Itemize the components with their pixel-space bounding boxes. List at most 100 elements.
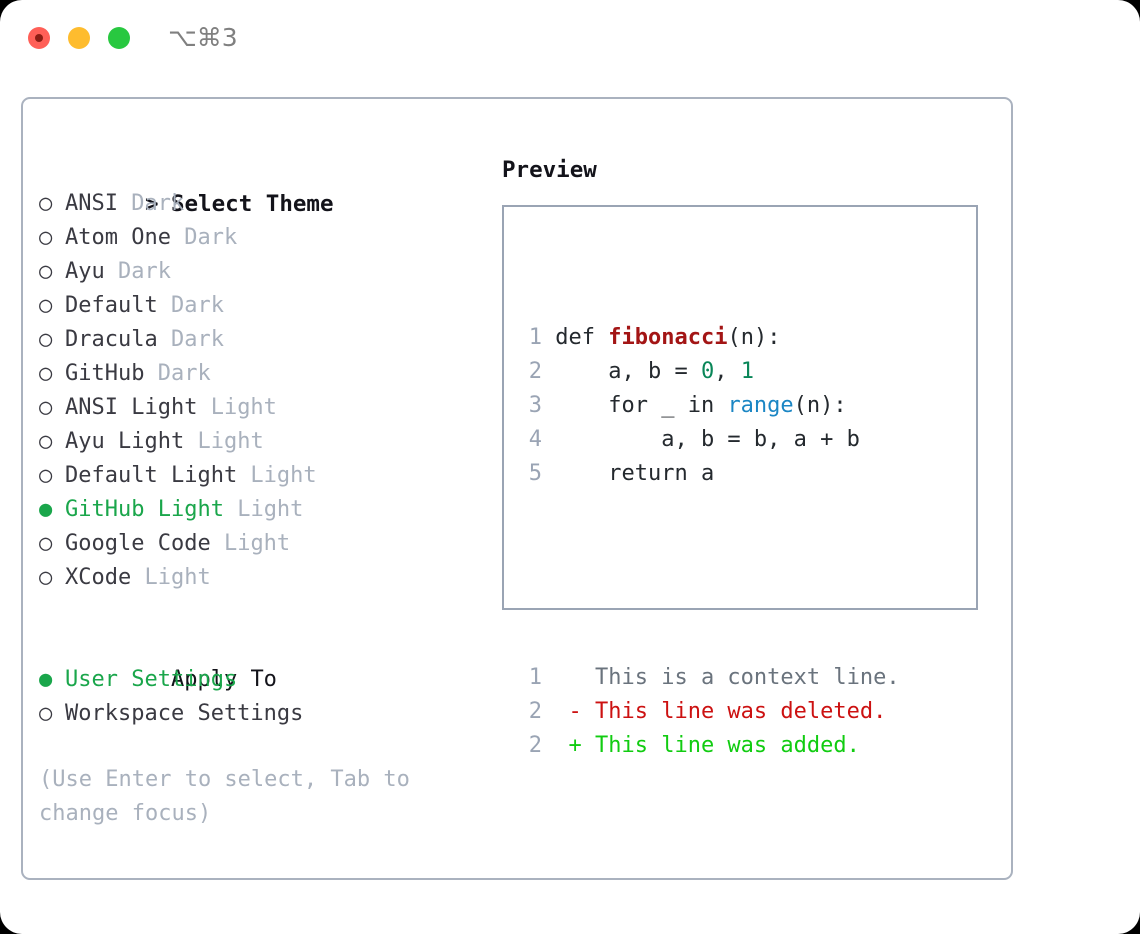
code-token-plain: a, b = b, a + b — [555, 427, 860, 452]
theme-option-name: Google Code — [65, 531, 211, 556]
chevron-right-icon: > — [144, 191, 159, 217]
line-number: 5 — [528, 461, 542, 486]
gutter-gap — [542, 359, 555, 384]
theme-option-name: GitHub — [65, 361, 145, 386]
radio-unselected-icon: ○ — [39, 531, 53, 556]
radio-unselected-icon: ○ — [39, 293, 53, 318]
radio-unselected-icon: ○ — [39, 429, 53, 454]
theme-option-ayu[interactable]: ○ Ayu Dark — [39, 255, 479, 289]
theme-option-list: ○ANSI Dark○Atom One Dark○Ayu Dark○Defaul… — [39, 187, 479, 595]
apply-to-heading: Apply To — [39, 629, 479, 692]
line-number: 2 — [528, 359, 542, 384]
apply-to-label: Apply To — [170, 667, 277, 692]
radio-selected-icon: ● — [39, 667, 53, 692]
title-bar: ⌥⌘3 — [0, 0, 1140, 78]
list-spacer — [39, 595, 479, 629]
theme-option-category: Light — [197, 395, 277, 420]
radio-unselected-icon: ○ — [39, 361, 53, 386]
code-token-plain: a, b = — [555, 359, 701, 384]
code-token-plain: for _ in — [555, 393, 728, 418]
keyboard-hint: (Use Enter to select, Tab to change focu… — [39, 767, 424, 826]
select-theme-heading: >Select Theme — [39, 153, 479, 217]
line-number: 4 — [528, 427, 542, 452]
code-token-plain: (n): — [727, 325, 781, 350]
line-number: 3 — [528, 393, 542, 418]
theme-option-category: Dark — [144, 361, 211, 386]
theme-option-ansi-light[interactable]: ○ ANSI Light Light — [39, 391, 479, 425]
code-line: 3 for _ in range(n): — [514, 389, 900, 423]
theme-option-default-light[interactable]: ○Default Light Light — [39, 459, 479, 493]
line-number: 2 — [528, 699, 542, 724]
radio-unselected-icon: ○ — [39, 259, 53, 284]
diff-line-added: 2 + This line was added. — [514, 729, 900, 763]
code-token-plain: def — [555, 325, 609, 350]
theme-option-name: GitHub Light — [65, 497, 224, 522]
minimize-window-icon[interactable] — [68, 27, 90, 49]
code-line: 4 a, b = b, a + b — [514, 423, 900, 457]
radio-unselected-icon: ○ — [39, 225, 53, 250]
theme-option-category: Light — [184, 429, 264, 454]
theme-option-google-code[interactable]: ○ Google Code Light — [39, 527, 479, 561]
radio-unselected-icon: ○ — [39, 463, 53, 488]
theme-option-dracula[interactable]: ○Dracula Dark — [39, 323, 479, 357]
theme-option-category: Dark — [104, 259, 171, 284]
diff-line-context: 1 This is a context line. — [514, 661, 900, 695]
code-token-plain: (n): — [793, 393, 847, 418]
theme-option-name: Ayu — [65, 259, 105, 284]
theme-option-github[interactable]: ○ GitHub Dark — [39, 357, 479, 391]
theme-option-name: ANSI — [65, 191, 118, 216]
theme-option-category: Light — [131, 565, 211, 590]
code-token-plain: return a — [555, 461, 715, 486]
theme-option-github-light[interactable]: ●GitHub Light Light — [39, 493, 479, 527]
diff-line-text: + This line was added. — [542, 733, 860, 758]
theme-option-name: XCode — [65, 565, 132, 590]
line-number: 1 — [528, 665, 542, 690]
code-token-num: 0 — [700, 359, 715, 384]
diff-line-deleted: 2 - This line was deleted. — [514, 695, 900, 729]
code-token-call: range — [727, 393, 794, 418]
radio-unselected-icon: ○ — [39, 565, 53, 590]
close-window-icon[interactable] — [28, 27, 50, 49]
theme-selector-card: >Select Theme ○ANSI Dark○Atom One Dark○A… — [21, 97, 1013, 880]
code-token-fn: fibonacci — [608, 325, 728, 350]
code-token-plain: , — [714, 359, 741, 384]
theme-option-ansi[interactable]: ○ANSI Dark — [39, 187, 479, 221]
radio-unselected-icon: ○ — [39, 701, 53, 726]
theme-option-xcode[interactable]: ○ XCode Light — [39, 561, 479, 595]
theme-option-atom-one[interactable]: ○ Atom One Dark — [39, 221, 479, 255]
diff-snippet: 1 This is a context line.2 - This line w… — [514, 661, 900, 763]
apply-to-option-label: User Settings — [65, 667, 238, 692]
gutter-gap — [542, 325, 555, 350]
theme-option-name: Dracula — [65, 327, 158, 352]
line-number: 2 — [528, 733, 542, 758]
theme-option-name: ANSI Light — [65, 395, 198, 420]
code-spacer — [514, 559, 900, 593]
maximize-window-icon[interactable] — [108, 27, 130, 49]
apply-to-option-workspace-settings[interactable]: ○Workspace Settings — [39, 697, 479, 731]
theme-option-category: Light — [210, 531, 291, 556]
theme-option-category: Dark — [157, 293, 224, 318]
gutter-gap — [542, 393, 555, 418]
preview-pane: Preview — [502, 153, 992, 187]
code-line: 1 def fibonacci(n): — [514, 321, 900, 355]
theme-list-pane: >Select Theme ○ANSI Dark○Atom One Dark○A… — [39, 153, 479, 731]
theme-option-default[interactable]: ○Default Dark — [39, 289, 479, 323]
apply-to-option-list: ● User Settings ○Workspace Settings — [39, 663, 479, 731]
radio-unselected-icon: ○ — [39, 191, 53, 216]
theme-option-ayu-light[interactable]: ○Ayu Light Light — [39, 425, 479, 459]
theme-option-category: Light — [237, 463, 317, 488]
theme-option-category: Dark — [170, 225, 238, 250]
gutter-gap — [542, 427, 555, 452]
apply-to-option-user-settings[interactable]: ● User Settings — [39, 663, 479, 697]
theme-option-category: Dark — [157, 327, 224, 352]
radio-unselected-icon: ○ — [39, 395, 53, 420]
theme-option-name: Atom One — [65, 225, 171, 250]
line-number: 1 — [528, 325, 542, 350]
theme-option-category: Light — [223, 497, 304, 522]
gutter-gap — [542, 461, 555, 486]
diff-line-text: - This line was deleted. — [542, 699, 887, 724]
code-token-num: 1 — [740, 359, 754, 384]
